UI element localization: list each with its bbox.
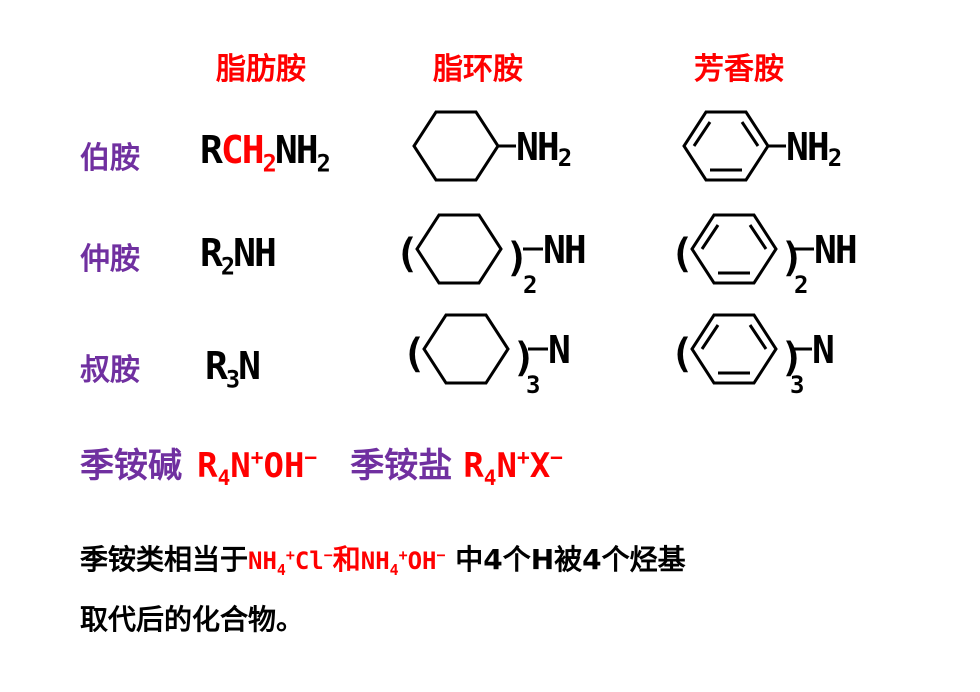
quaternary-salt-label: 季铵盐 [350, 446, 453, 486]
header-aliphatic-amine: 脂肪胺 [216, 52, 306, 87]
amino-text: NH [786, 125, 828, 169]
label-primary-amine: 伯胺 [80, 141, 140, 176]
para-conj: 和 [332, 543, 361, 576]
close-paren: ) [512, 335, 536, 381]
q-base-r-sub: 4 [217, 464, 231, 490]
nh-group: NH [543, 228, 585, 272]
q-salt-n-sup: + [516, 444, 530, 470]
amino-group: NH2 [786, 125, 841, 172]
chem1-text: NH [248, 547, 277, 575]
chem2-sup: + [398, 546, 408, 564]
quaternary-base-formula: R4N+OH− [197, 444, 318, 488]
description-line-2: 取代后的化合物。 [80, 603, 305, 636]
chem1-sub: 4 [276, 560, 286, 579]
q-base-anion: OH [263, 446, 305, 486]
triphenylamine-structure: ( ) 3 N [670, 313, 835, 399]
cyclohexane-ring [422, 313, 510, 385]
multiplier: 3 [790, 371, 804, 399]
open-paren: ( [670, 231, 694, 277]
formula-sub: 2 [220, 252, 235, 281]
formula-nh-text: NH [274, 128, 319, 172]
double-bond [700, 224, 720, 250]
multiplier: 3 [526, 371, 540, 399]
chem2-text: NH [360, 547, 390, 575]
multiplier: 2 [794, 271, 808, 299]
quaternary-base-label: 季铵碱 [80, 446, 182, 486]
chem2-sub: 4 [389, 560, 399, 579]
close-paren: ) [780, 335, 804, 381]
close-paren: ) [780, 235, 804, 281]
quaternary-salt-formula: R4N+X− [463, 444, 563, 488]
nh-group: NH [814, 228, 856, 272]
dicyclohexylamine-structure: ( ) 2 NH [395, 213, 587, 299]
double-bond [740, 121, 760, 147]
formula-rest: NH [233, 231, 277, 275]
n-group: N [548, 328, 571, 372]
diphenylamine-structure: ( ) 2 NH [670, 213, 858, 299]
label-tertiary-amine: 叔胺 [80, 353, 140, 388]
q-salt-r-sub: 4 [483, 464, 497, 490]
open-paren: ( [402, 331, 426, 377]
description-line-1: 季铵类相当于NH4+Cl−和NH4+OH− 中4个H被4个烃基 [80, 532, 686, 589]
double-bond [748, 324, 768, 350]
formula-secondary-aliphatic: R2NH [200, 231, 277, 278]
double-bond [700, 324, 720, 350]
aniline-structure: NH2 [682, 110, 843, 182]
q-salt-r: R [463, 446, 484, 486]
header-alicyclic-amine: 脂环胺 [433, 52, 523, 87]
formula-r: R [200, 128, 223, 172]
formula-rest: N [238, 344, 261, 388]
q-salt-anion-sup: − [550, 444, 563, 470]
benzene-ring [682, 110, 770, 182]
benzene-ring [690, 213, 778, 285]
benzene-ring [690, 313, 778, 385]
label-secondary-amine: 仲胺 [80, 242, 140, 277]
formula-ch-sub: 2 [262, 149, 277, 178]
open-paren: ( [670, 331, 694, 377]
q-salt-n: N [496, 446, 517, 486]
multiplier: 2 [523, 271, 537, 299]
tricyclohexylamine-structure: ( ) 3 N [402, 313, 571, 399]
formula-r: R [200, 231, 223, 275]
chem1-anion-sup: − [323, 546, 333, 564]
amino-sub: 2 [828, 144, 841, 172]
para-chem1: NH4+Cl− [248, 546, 333, 577]
header-aromatic-amine: 芳香胺 [694, 52, 784, 87]
quaternary-line: 季铵碱 R4N+OH− 季铵盐 R4N+X− [80, 438, 563, 488]
cyclohexane-ring [415, 213, 503, 285]
para-part2: 中4个H被4个烃基 [445, 543, 686, 576]
formula-ch-text: CH [220, 128, 265, 172]
double-bond [692, 121, 712, 147]
amino-sub: 2 [558, 144, 571, 172]
q-base-r: R [197, 446, 218, 486]
n-group: N [812, 328, 835, 372]
q-base-anion-sup: − [304, 444, 318, 470]
formula-nh-sub: 2 [316, 149, 331, 178]
formula-r: R [205, 344, 228, 388]
cyclohexane-ring [412, 110, 500, 182]
cyclohexylamine-structure: NH2 [412, 110, 573, 182]
chem1-anion: Cl [294, 547, 324, 575]
close-paren: ) [505, 235, 529, 281]
q-base-n-sup: + [250, 444, 264, 470]
amino-text: NH [516, 125, 558, 169]
q-base-n: N [230, 446, 251, 486]
formula-tertiary-aliphatic: R3N [205, 344, 261, 391]
q-salt-anion: X [529, 446, 551, 486]
double-bond [748, 224, 768, 250]
chem2-anion: OH [407, 547, 437, 575]
formula-sub: 3 [225, 365, 240, 394]
chem1-sup: + [285, 546, 295, 564]
chem2-anion-sup: − [436, 546, 446, 564]
para-part1: 季铵类相当于 [80, 543, 249, 576]
open-paren: ( [395, 231, 419, 277]
para-chem2: NH4+OH− [360, 546, 446, 577]
amino-group: NH2 [516, 125, 571, 172]
formula-primary-aliphatic: RCH2NH2 [200, 128, 331, 175]
formula-ch2: CH2 [220, 128, 277, 175]
